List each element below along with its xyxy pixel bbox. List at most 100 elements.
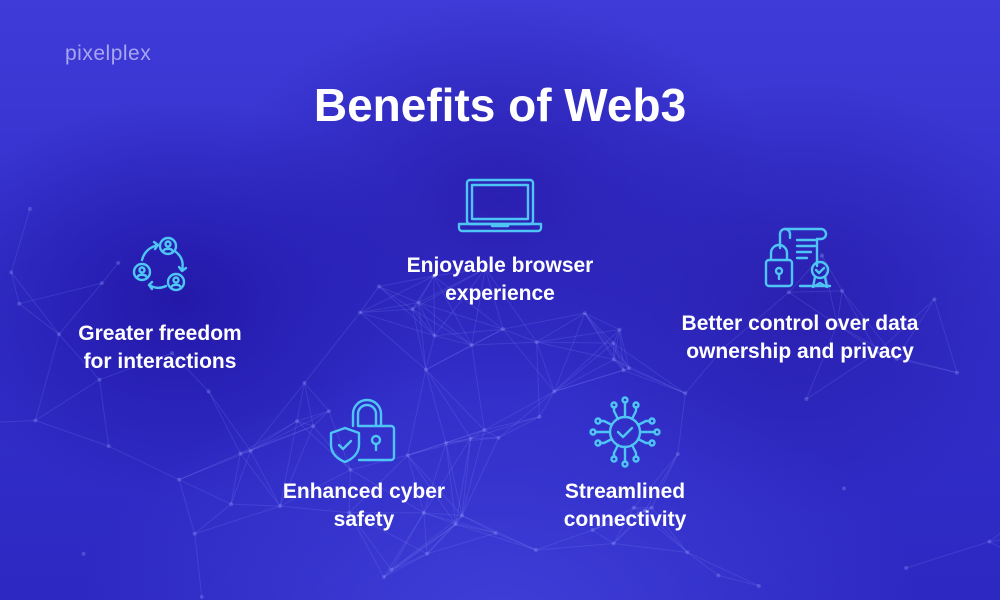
network-line bbox=[383, 569, 392, 578]
network-line bbox=[390, 512, 425, 571]
network-line bbox=[426, 515, 463, 555]
network-line bbox=[296, 420, 314, 427]
network-line bbox=[423, 442, 447, 513]
network-line bbox=[304, 382, 330, 412]
network-line bbox=[805, 324, 838, 400]
network-line bbox=[423, 512, 456, 525]
network-line bbox=[455, 523, 496, 534]
network-line bbox=[455, 523, 537, 551]
network-line bbox=[304, 312, 361, 384]
network-node bbox=[643, 508, 648, 513]
network-line bbox=[312, 410, 330, 427]
network-node bbox=[294, 419, 299, 424]
benefit-line2: for interactions bbox=[83, 350, 237, 373]
network-line bbox=[239, 453, 281, 507]
network-node bbox=[97, 377, 102, 382]
shield-lock-icon bbox=[329, 398, 396, 464]
network-line bbox=[359, 275, 434, 314]
network-line bbox=[250, 425, 314, 452]
network-node bbox=[33, 418, 38, 423]
network-node bbox=[716, 573, 721, 578]
network-node bbox=[358, 310, 363, 315]
network-line bbox=[423, 512, 496, 534]
network-line bbox=[613, 543, 688, 553]
network-node bbox=[611, 357, 616, 362]
network-line bbox=[592, 507, 635, 531]
network-node bbox=[483, 266, 488, 271]
network-node bbox=[425, 551, 430, 556]
network-line bbox=[806, 351, 878, 400]
network-line bbox=[434, 328, 504, 337]
network-node bbox=[81, 551, 86, 556]
network-node bbox=[278, 504, 283, 509]
network-line bbox=[933, 299, 958, 373]
network-line bbox=[554, 359, 615, 392]
network-line bbox=[434, 268, 486, 337]
benefit-line2: connectivity bbox=[563, 508, 687, 531]
network-node bbox=[177, 477, 182, 482]
network-line bbox=[619, 329, 625, 371]
network-line bbox=[455, 515, 463, 525]
network-line bbox=[553, 342, 614, 392]
circuit-check-icon bbox=[589, 396, 661, 468]
network-line bbox=[412, 309, 427, 370]
network-line bbox=[10, 272, 20, 304]
network-node bbox=[99, 281, 104, 286]
network-node bbox=[631, 505, 636, 510]
network-node bbox=[875, 350, 880, 355]
network-node bbox=[326, 409, 331, 414]
network-line bbox=[498, 391, 555, 439]
network-line bbox=[684, 347, 724, 394]
network-node bbox=[116, 260, 121, 265]
network-line bbox=[896, 298, 935, 359]
network-line bbox=[613, 359, 630, 369]
network-line bbox=[461, 438, 472, 516]
network-line bbox=[35, 420, 109, 447]
network-line bbox=[418, 302, 504, 330]
network-line bbox=[612, 342, 630, 369]
network-node bbox=[842, 486, 847, 491]
network-node bbox=[721, 345, 726, 350]
network-node bbox=[453, 522, 458, 527]
benefit-line2: experience bbox=[445, 282, 555, 305]
network-node bbox=[621, 368, 626, 373]
network-line bbox=[348, 469, 351, 513]
network-line bbox=[445, 437, 499, 444]
network-line bbox=[484, 268, 504, 330]
network-node bbox=[582, 311, 587, 316]
network-node bbox=[611, 341, 616, 346]
network-line bbox=[612, 343, 624, 371]
network-line bbox=[423, 512, 428, 554]
network-line bbox=[623, 367, 630, 371]
network-node bbox=[955, 370, 960, 375]
network-line bbox=[471, 345, 485, 431]
network-line bbox=[718, 574, 759, 587]
network-line bbox=[433, 275, 436, 336]
network-line bbox=[10, 208, 31, 273]
network-line bbox=[535, 543, 614, 551]
benefit-browser-experience: Enjoyable browser experience bbox=[380, 174, 620, 308]
network-line bbox=[279, 469, 351, 507]
network-node bbox=[238, 451, 243, 456]
network-line bbox=[425, 328, 504, 371]
network-line bbox=[58, 282, 103, 335]
network-line bbox=[208, 391, 241, 454]
network-line bbox=[536, 341, 555, 392]
network-line bbox=[554, 367, 630, 392]
network-node bbox=[756, 583, 761, 588]
network-line bbox=[279, 425, 314, 507]
network-line bbox=[360, 308, 413, 314]
network-line bbox=[194, 505, 281, 535]
network-line bbox=[613, 507, 635, 544]
network-line bbox=[98, 379, 110, 447]
benefit-line1: Enjoyable browser bbox=[406, 254, 594, 277]
network-node bbox=[460, 513, 465, 518]
network-node bbox=[534, 340, 539, 345]
pixelplex-logo: pixelplex bbox=[65, 42, 152, 65]
network-node bbox=[9, 270, 14, 275]
benefit-line1: Better control over data bbox=[681, 312, 919, 335]
network-line bbox=[584, 312, 615, 360]
network-line bbox=[194, 503, 232, 535]
network-line bbox=[378, 285, 419, 304]
